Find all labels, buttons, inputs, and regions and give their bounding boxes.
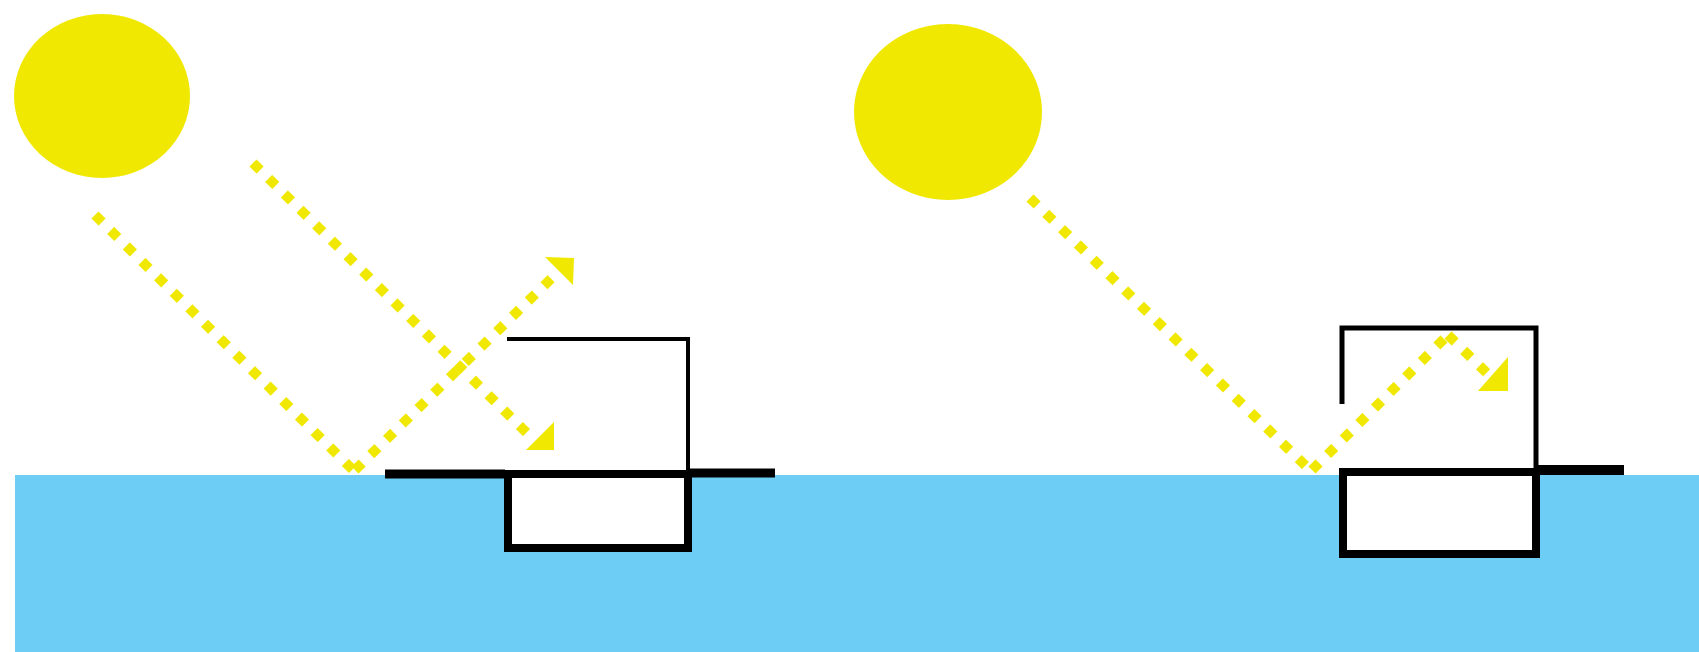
reflected-ray-arrowhead	[1478, 357, 1508, 391]
reflected-ray	[351, 266, 564, 474]
right-scene	[854, 24, 1624, 558]
reflected-ray-arrowhead	[545, 257, 574, 285]
upper-frame	[1339, 325, 1539, 470]
incident-ray-1	[91, 211, 357, 474]
incident-ray-2-arrowhead	[526, 422, 554, 450]
left-scene	[14, 14, 775, 552]
incident-ray	[1026, 194, 1314, 474]
incident-ray-2	[249, 159, 534, 440]
submerged-box	[504, 470, 692, 552]
sun-icon	[854, 24, 1042, 200]
reflected-ray-bounce	[1444, 331, 1496, 382]
sun-icon	[14, 14, 190, 178]
reflected-ray-inside-box	[1308, 331, 1452, 474]
submerged-box	[1339, 468, 1540, 558]
upper-frame	[507, 337, 690, 472]
